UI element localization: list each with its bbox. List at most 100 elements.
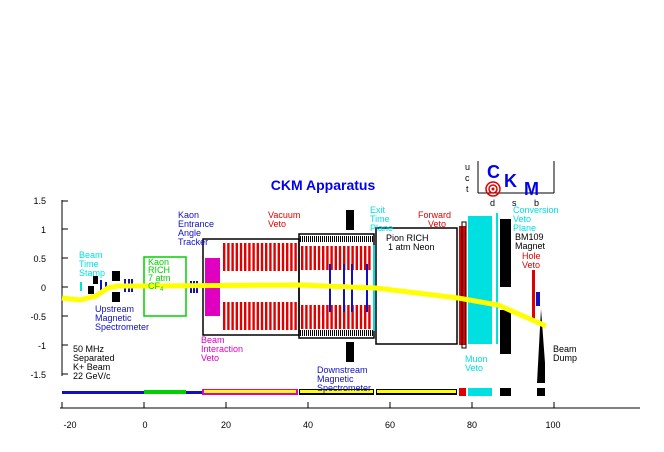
label-line: 1 atm Neon: [388, 242, 435, 252]
hatch-line: [360, 330, 361, 336]
vacuum-veto-slat: [309, 305, 312, 329]
hatch-line: [368, 236, 369, 242]
vacuum-veto-slat: [269, 302, 272, 330]
vacuum-veto-slat: [343, 246, 346, 270]
label-line: Veto: [201, 353, 219, 363]
hatch-line: [354, 330, 355, 336]
label-line: Veto: [428, 219, 446, 229]
hatch-line: [312, 330, 313, 336]
hatch-line: [300, 236, 301, 242]
exit-time-plane-bars: [346, 210, 354, 362]
decay-region-bottom-hatch: [300, 330, 373, 336]
vacuum-veto-slat: [355, 305, 358, 329]
x-tick-label: 100: [545, 420, 560, 430]
vacuum-veto-slat: [231, 302, 234, 330]
hatch-line: [344, 330, 345, 336]
hole-veto-bars: [532, 270, 540, 320]
logo-letter-b: b: [534, 198, 539, 208]
label-pion-rich: Pion RICH 1 atm Neon: [386, 233, 435, 252]
hatch-line: [348, 330, 349, 336]
hatch-line: [308, 236, 309, 242]
hatch-line: [322, 236, 323, 242]
vacuum-veto-slat: [317, 246, 321, 270]
label-beam-info: 50 MHz Separated K+ Beam 22 GeV/c: [73, 344, 115, 381]
label-forward-veto: Forward Veto: [418, 210, 451, 229]
beam-dump-shape: [537, 297, 545, 383]
x-tick-label: -20: [63, 420, 76, 430]
bm109-magnet: [500, 219, 511, 354]
vacuum-veto-slat: [364, 246, 367, 270]
logo-letter-d: d: [490, 198, 495, 208]
hatch-line: [366, 330, 367, 336]
hatch-line: [316, 236, 317, 242]
upstream-spectrometer-magnets: [88, 271, 120, 302]
label-upstream-spectrometer: Upstream Magnetic Spectrometer: [95, 304, 149, 332]
y-tick-label: 1: [41, 225, 46, 235]
vacuum-veto-slat: [235, 302, 238, 330]
vacuum-veto-lower-slats: [223, 302, 371, 330]
logo-letter-big-c: C: [487, 162, 500, 182]
hatch-line: [314, 330, 315, 336]
hatch-line: [354, 236, 355, 242]
label-vacuum-veto: Vacuum Veto: [268, 210, 300, 229]
vacuum-veto-slat: [239, 243, 243, 271]
vacuum-veto-slat: [301, 246, 304, 270]
vacuum-veto-slat: [368, 246, 371, 270]
vacuum-veto-slat: [294, 302, 297, 330]
vacuum-veto-slat: [252, 302, 255, 330]
vacuum-veto-slat: [334, 246, 337, 270]
vacuum-veto-slat: [305, 246, 308, 270]
label-line: Hole: [522, 251, 541, 261]
hatch-line: [370, 330, 371, 336]
vacuum-veto-slat: [351, 246, 354, 270]
vacuum-veto-slat: [269, 243, 272, 271]
hatch-line: [336, 236, 337, 242]
label-bm109-magnet: BM109 Magnet: [515, 232, 546, 251]
vacuum-veto-slat: [313, 246, 316, 270]
logo-letter-t: t: [466, 184, 469, 194]
label-beam-time-stamp: Beam Time Stamp: [79, 250, 105, 278]
label-line: 7 atm: [148, 273, 171, 283]
label-line: Exit: [370, 205, 386, 215]
hatch-line: [326, 330, 327, 336]
label-line: Veto: [465, 363, 483, 373]
label-line: Kaon: [178, 210, 199, 220]
vacuum-veto-slat: [235, 243, 238, 271]
hatch-line: [330, 330, 331, 336]
hatch-line: [356, 236, 357, 242]
hatch-line: [326, 236, 327, 242]
hatch-line: [342, 236, 343, 242]
hatch-line: [350, 330, 351, 336]
label-line: Magnetic: [317, 374, 354, 384]
y-tick-label: -0.5: [30, 312, 46, 322]
label-line: Separated: [73, 353, 115, 363]
hatch-line: [334, 236, 335, 242]
vacuum-veto-slat: [239, 302, 243, 330]
label-downstream-spectrometer: Downstream Magnetic Spectrometer: [317, 365, 371, 393]
beam-trajectory: [61, 282, 548, 329]
label-line: Magnetic: [95, 313, 132, 323]
label-line: Kaon: [148, 257, 169, 267]
hatch-line: [348, 236, 349, 242]
y-tick-labels: 1.5 1 0.5 0 -0.5 -1 -1.5: [30, 196, 46, 380]
label-conversion-veto: Conversion Veto Plane: [513, 205, 559, 233]
hatch-line: [312, 236, 313, 242]
y-axis: [61, 200, 68, 376]
hatch-line: [310, 236, 311, 242]
vacuum-veto-slat: [273, 243, 276, 271]
hatch-line: [332, 330, 333, 336]
hatch-line: [346, 330, 347, 336]
vacuum-veto-slat: [334, 305, 337, 329]
label-beam-interaction-veto: Beam Interaction Veto: [201, 335, 243, 363]
label-subscript: 4: [160, 287, 164, 293]
hatch-line: [302, 330, 303, 336]
vacuum-veto-slat: [277, 302, 280, 330]
label-line: Plane: [370, 223, 393, 233]
vacuum-veto-slat: [223, 243, 226, 271]
hatch-line: [336, 330, 337, 336]
vacuum-veto-slat: [256, 302, 259, 330]
label-line: Spectrometer: [95, 322, 149, 332]
hatch-line: [324, 330, 325, 336]
hatch-line: [364, 236, 365, 242]
vacuum-veto-slat: [260, 302, 264, 330]
